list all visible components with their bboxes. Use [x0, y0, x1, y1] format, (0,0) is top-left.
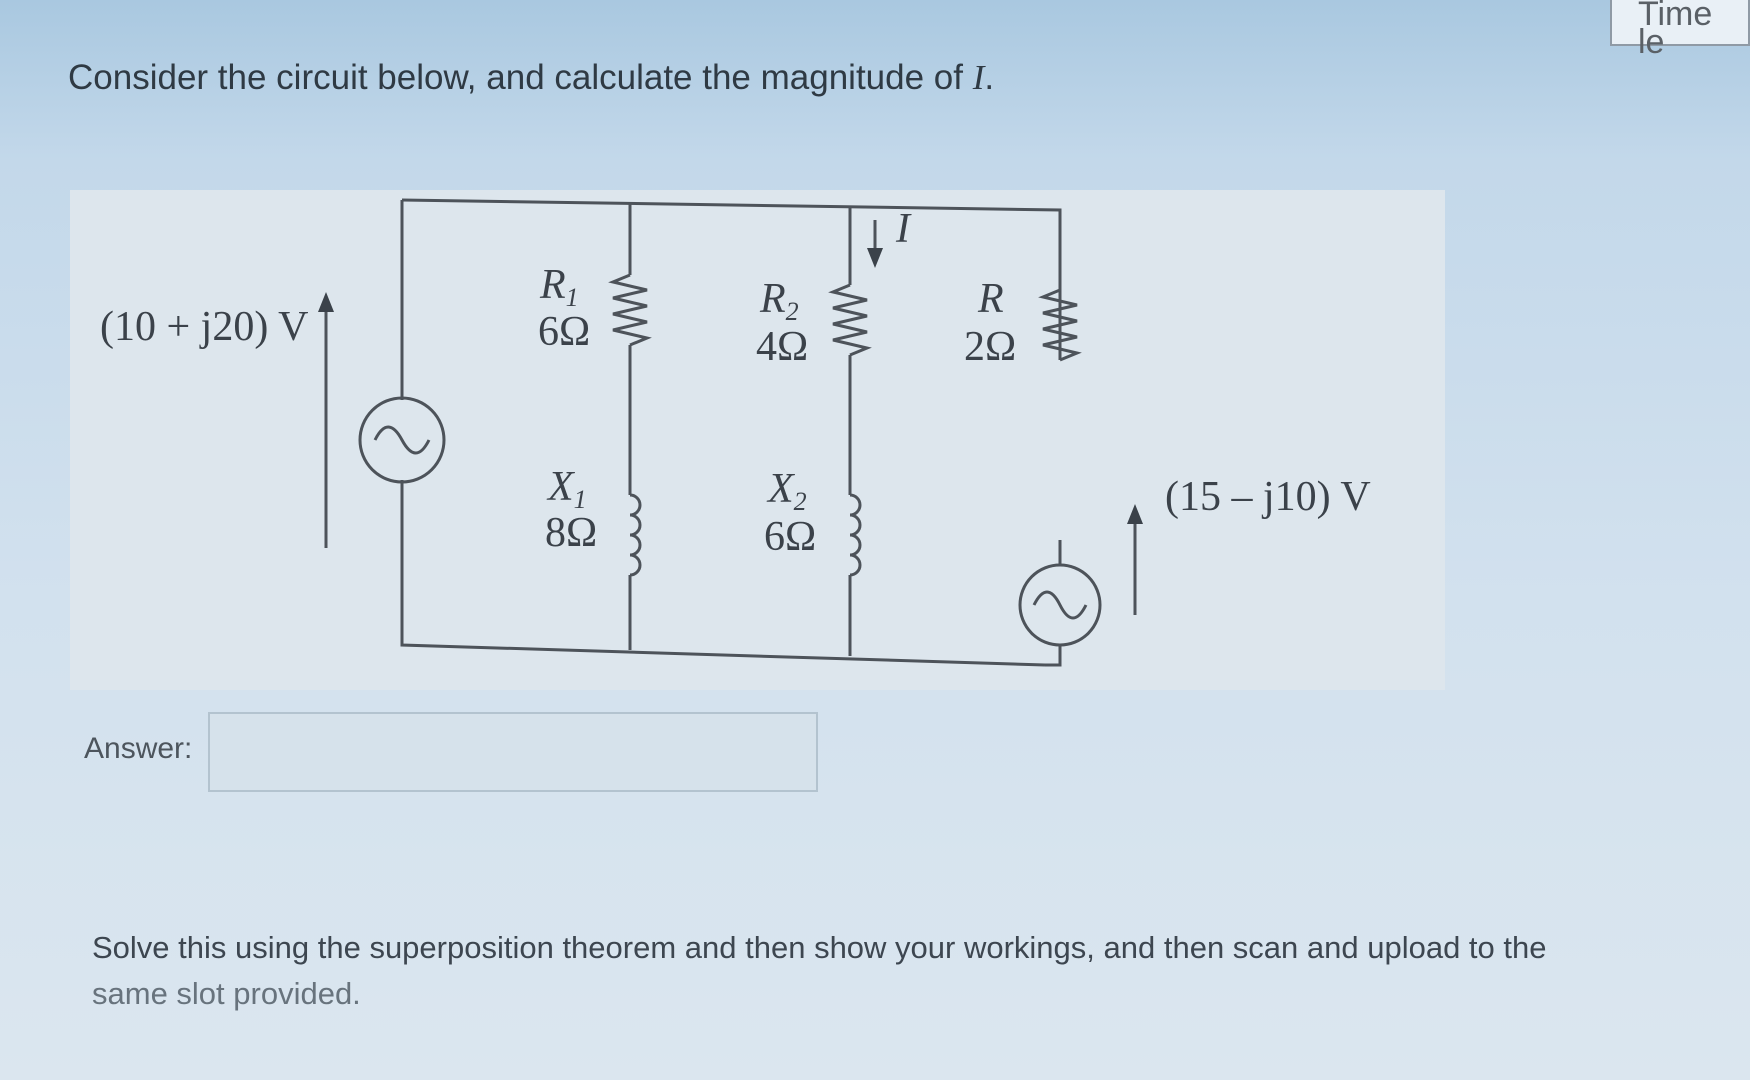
question-variable: I	[972, 58, 985, 97]
right-source-label: (15 – j10) V	[1165, 474, 1371, 520]
instructions-line-1: Solve this using the superposition theor…	[92, 930, 1547, 965]
resistor-r-icon	[1038, 288, 1082, 362]
x2-value: 6Ω	[764, 514, 816, 560]
instructions-line-2: same slot provided.	[92, 976, 361, 1011]
question-text: Consider the circuit below, and calculat…	[68, 58, 994, 98]
resistor-r1-icon	[608, 273, 652, 347]
right-wire-bottom	[1045, 645, 1062, 667]
ac-source-right-icon	[1018, 563, 1102, 647]
current-label: I	[895, 206, 912, 252]
left-source-label: (10 + j20) V	[100, 304, 308, 350]
r1-value: 6Ω	[538, 309, 590, 355]
circuit-diagram: (10 + j20) V (15 – j10) V I R1 6Ω X1 8Ω …	[70, 190, 1445, 690]
ac-source-left-icon	[358, 396, 446, 484]
r2-value: 4Ω	[756, 324, 808, 370]
resistor-r2-icon	[828, 283, 872, 357]
inductor-x1-icon	[629, 493, 642, 577]
bottom-left-wire	[400, 480, 1046, 667]
circuit-wires	[400, 198, 1062, 667]
question-prefix: Consider the circuit below, and calculat…	[68, 58, 973, 97]
r2-name: R2	[759, 276, 799, 326]
right-voltage-arrow-icon	[1127, 504, 1143, 615]
inductor-x2-icon	[849, 493, 862, 577]
answer-label: Answer:	[84, 732, 193, 765]
x1-name: X1	[546, 464, 587, 514]
instructions-text: Solve this using the superposition theor…	[92, 925, 1732, 1017]
question-suffix: .	[984, 58, 995, 97]
time-left-box: Time le	[1610, 0, 1750, 59]
circuit-svg: (10 + j20) V (15 – j10) V I R1 6Ω X1 8Ω …	[100, 198, 1371, 667]
top-wire	[401, 198, 1062, 360]
time-left-label: Time le	[1638, 0, 1713, 61]
r-value: 2Ω	[964, 324, 1016, 370]
r1-name: R1	[539, 262, 579, 312]
r-name: R	[977, 276, 1004, 322]
current-arrow-icon	[867, 220, 883, 268]
answer-input[interactable]	[208, 712, 818, 792]
left-voltage-arrow-icon	[318, 292, 334, 548]
x2-name: X2	[766, 466, 807, 516]
x1-value: 8Ω	[545, 510, 597, 556]
